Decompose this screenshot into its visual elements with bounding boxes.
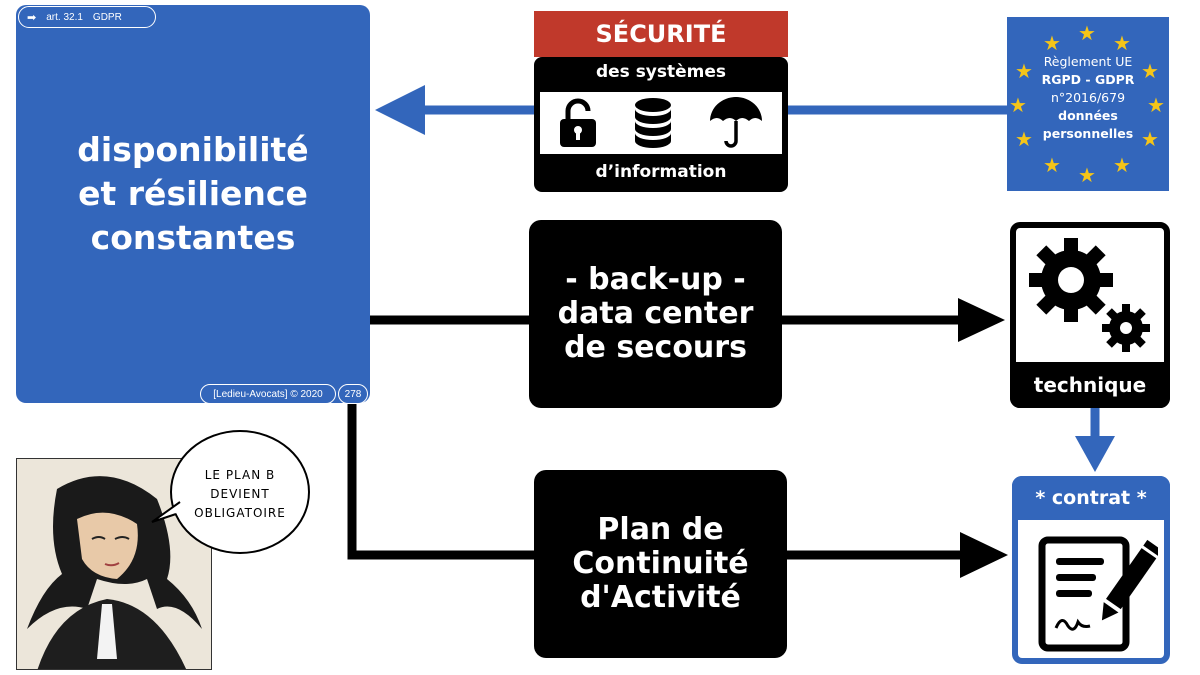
bubble-line: DEVIENT — [210, 487, 270, 501]
backup-line: de secours — [564, 330, 747, 365]
star-icon: ★ — [1015, 59, 1033, 83]
main-panel — [16, 5, 370, 403]
eu-line: Règlement UE — [1043, 54, 1133, 69]
eu-line: RGPD - GDPR — [1041, 72, 1135, 87]
regulation-ref: GDPR — [92, 11, 122, 23]
umbrella-icon — [710, 97, 763, 148]
security-icons — [540, 92, 782, 154]
star-icon: ★ — [1043, 31, 1061, 55]
blue-arrow-down-head — [1075, 436, 1115, 472]
eu-line: données — [1058, 108, 1118, 123]
contrat-label: * contrat * — [1012, 476, 1170, 520]
gears-icon — [1029, 238, 1150, 352]
security-top-text: des systèmes — [595, 62, 727, 82]
padlock-icon — [559, 98, 596, 147]
main-title-line: disponibilité — [77, 130, 309, 169]
star-icon: ★ — [1043, 153, 1061, 177]
star-icon: ★ — [1141, 59, 1159, 83]
bubble-line: LE PLAN B — [204, 468, 276, 482]
arrow-right-icon: ➡ — [27, 11, 37, 24]
star-icon: ★ — [1078, 21, 1096, 45]
main-title: disponibilité et résilience constantes — [16, 128, 370, 260]
contract-signature-icon — [1038, 536, 1158, 652]
speech-bubble-text: LE PLAN B DEVIENT OBLIGATOIRE — [170, 466, 310, 523]
bubble-line: OBLIGATOIRE — [194, 506, 286, 520]
main-title-line: et résilience — [78, 174, 308, 213]
pca-line: Plan de — [597, 512, 724, 547]
star-icon: ★ — [1015, 127, 1033, 151]
black-arrow-head-technique — [958, 298, 1005, 342]
star-icon: ★ — [1141, 127, 1159, 151]
backup-box: - back-up - data center de secours — [529, 220, 782, 408]
star-icon: ★ — [1078, 163, 1096, 187]
eu-regulation-badge: ★ ★ ★ ★ ★ ★ ★ ★ ★ ★ ★ ★ — [1007, 17, 1169, 191]
black-arrow-head-contrat — [960, 532, 1008, 578]
main-title-line: constantes — [90, 218, 296, 257]
star-icon: ★ — [1113, 153, 1131, 177]
database-icon — [634, 98, 671, 148]
security-header: SÉCURITÉ — [534, 11, 788, 57]
pca-box: Plan de Continuité d'Activité — [534, 470, 787, 658]
star-icon: ★ — [1113, 31, 1131, 55]
pca-line: d'Activité — [580, 580, 741, 615]
article-ref: art. 32.1 — [46, 11, 83, 23]
credit-badge: [Ledieu-Avocats] © 2020 — [200, 384, 336, 404]
eu-line: n°2016/679 — [1050, 90, 1126, 105]
speech-bubble-tail — [151, 501, 181, 523]
backup-line: - back-up - — [565, 262, 746, 297]
page-number: 278 — [338, 384, 368, 404]
technique-label: technique — [1010, 362, 1170, 408]
star-icon: ★ — [1147, 93, 1165, 117]
blue-arrow-head — [375, 85, 425, 135]
speech-bubble — [170, 430, 310, 554]
backup-line: data center — [557, 296, 754, 331]
star-icon: ★ — [1009, 93, 1027, 117]
pca-line: Continuité — [572, 546, 749, 581]
eu-line: personnelles — [1042, 126, 1134, 141]
eu-badge-text: Règlement UE RGPD - GDPR n°2016/679 donn… — [1007, 53, 1169, 143]
reference-badge: ➡ art. 32.1 GDPR — [18, 6, 156, 28]
security-bottom-text: d’information — [595, 162, 727, 182]
